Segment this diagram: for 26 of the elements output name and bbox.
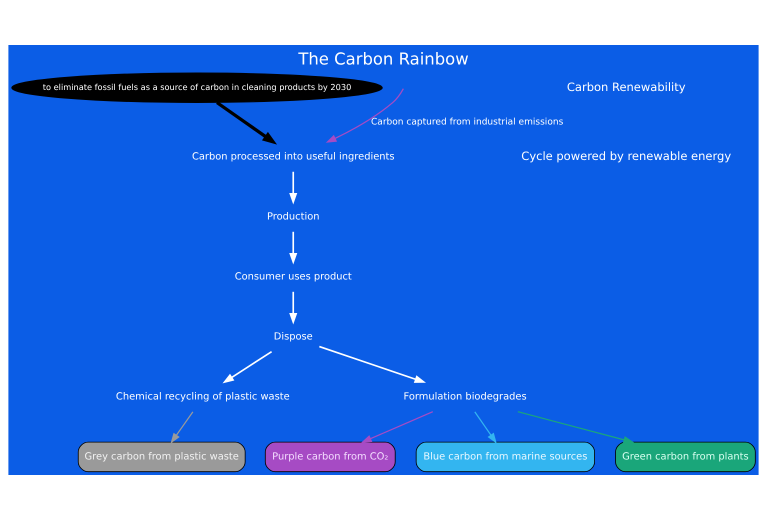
node-ellipse: to eliminate fossil fuels as a source of carbon in cleaning products by 2030	[11, 72, 383, 102]
node-text: Consumer uses product	[234, 270, 352, 282]
arrow	[326, 88, 404, 142]
node-text: Carbon processed into useful ingredients	[192, 150, 395, 162]
arrow	[289, 291, 298, 324]
arrow	[361, 410, 434, 442]
node-text: Chemical recycling of plastic waste	[116, 390, 290, 402]
arrow	[216, 100, 278, 144]
node-text: Production	[267, 210, 320, 222]
node-text: Dispose	[274, 330, 313, 342]
arrow	[474, 411, 497, 444]
arrow	[319, 345, 426, 382]
edge-label: Carbon captured from industrial emissions	[371, 117, 564, 128]
arrow	[518, 410, 634, 443]
node-box: Green carbon from plants	[615, 441, 756, 472]
node-box: Purple carbon from CO₂	[264, 441, 396, 472]
node-box: Blue carbon from marine sources	[416, 441, 595, 472]
arrow	[289, 231, 298, 264]
label: Cycle powered by renewable energy	[521, 148, 732, 162]
arrow	[222, 350, 272, 383]
diagram-title: The Carbon Rainbow	[298, 49, 469, 68]
arrow	[170, 411, 194, 444]
node-box: Grey carbon from plastic waste	[78, 441, 246, 472]
node-text: Formulation biodegrades	[404, 390, 527, 402]
label: Carbon Renewability	[566, 79, 686, 94]
arrow	[289, 171, 298, 204]
